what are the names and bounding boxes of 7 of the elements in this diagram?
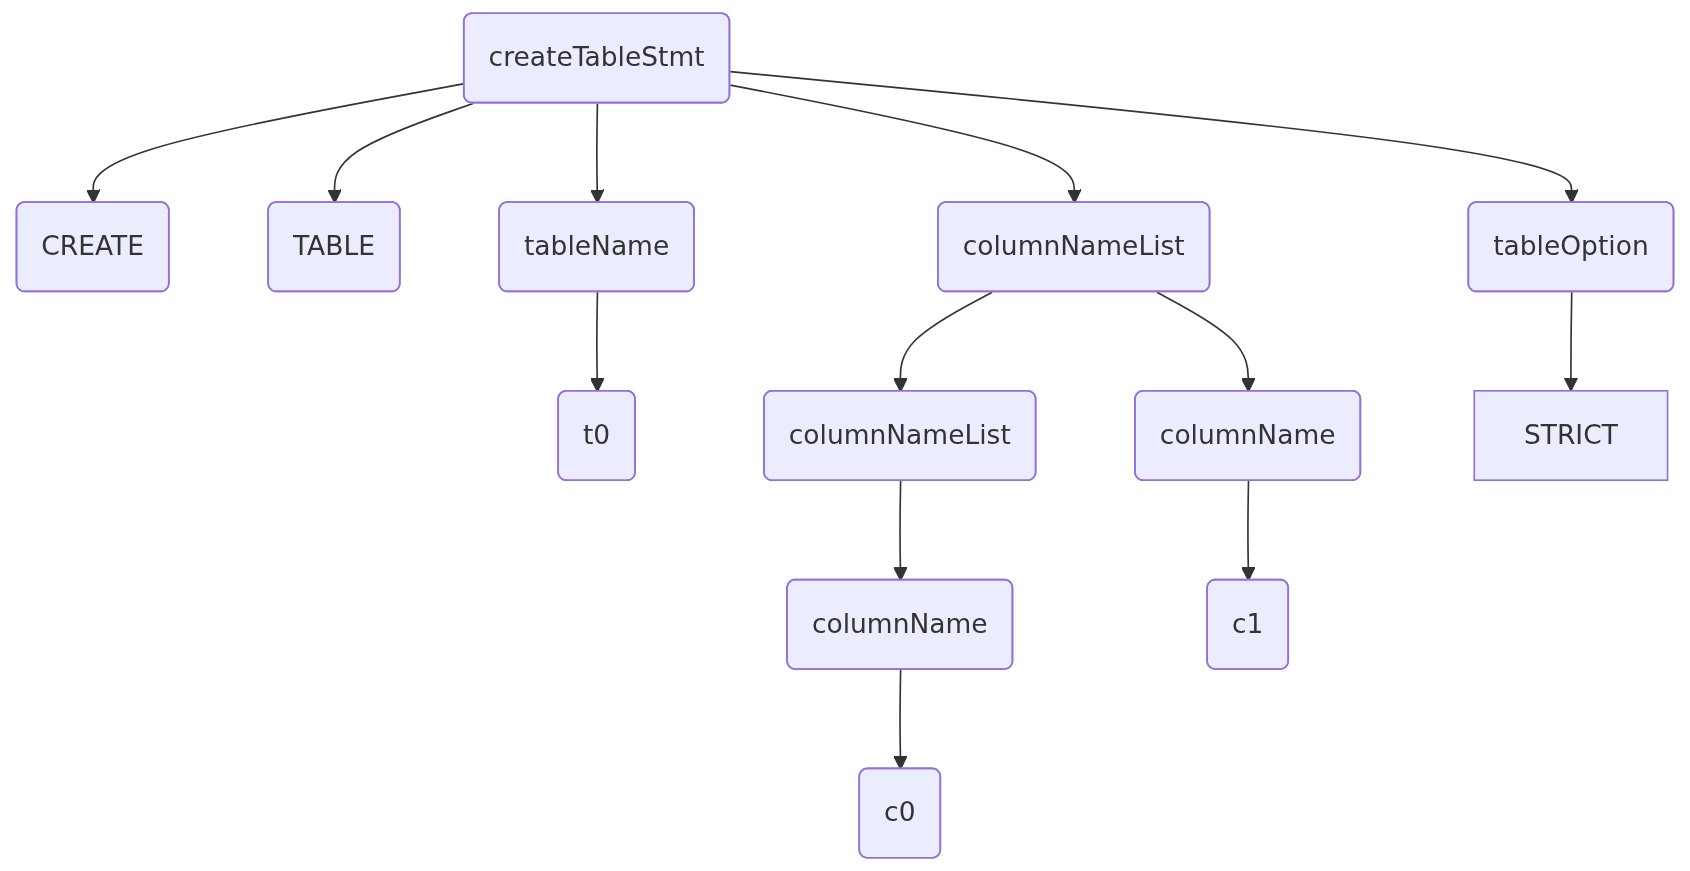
arrow <box>327 102 474 204</box>
arrow <box>1563 291 1579 392</box>
node-box: STRICT <box>1473 389 1669 482</box>
arrow <box>729 70 1579 204</box>
arrow <box>729 84 1082 204</box>
arrow <box>589 102 605 204</box>
arrow <box>893 668 908 770</box>
